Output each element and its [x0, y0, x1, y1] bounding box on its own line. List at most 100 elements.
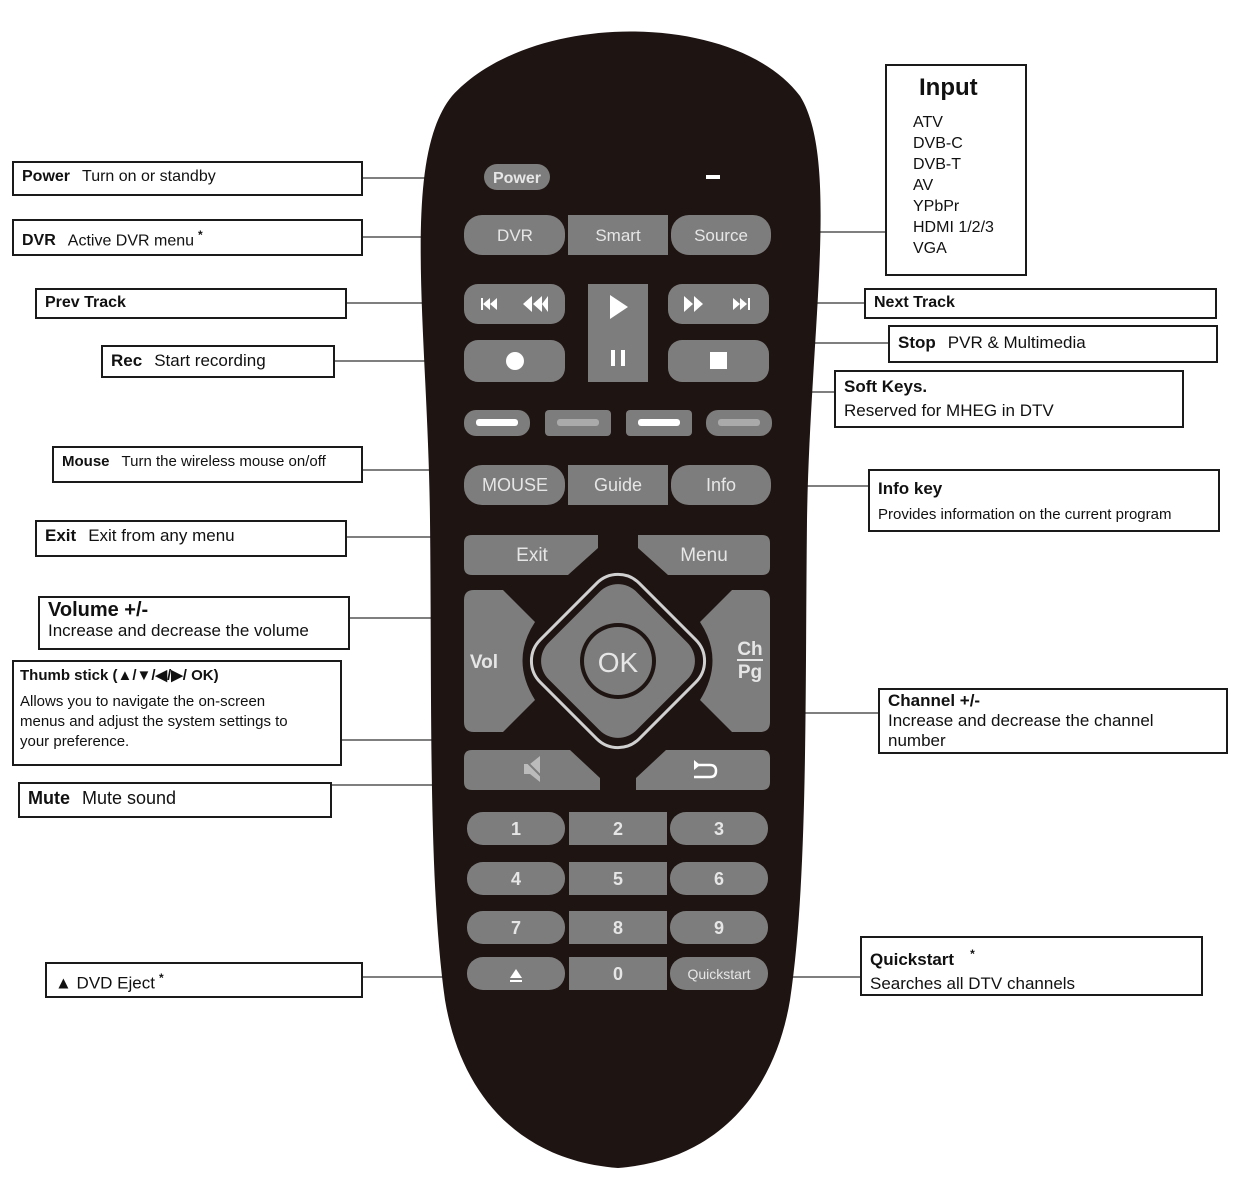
label-dvr-star: * — [198, 228, 203, 242]
next-track-button[interactable] — [668, 284, 769, 324]
input-source-item: VGA — [913, 240, 947, 257]
play-icon — [610, 295, 628, 319]
soft-key-1-bar — [476, 419, 518, 426]
power-button-label: Power — [493, 170, 541, 187]
number-button-4[interactable] — [467, 862, 565, 895]
label-soft-keys-desc: Reserved for MHEG in DTV — [844, 401, 1054, 420]
number-button-5[interactable] — [569, 862, 667, 895]
indicator-led — [706, 175, 720, 179]
label-rec: Rec Start recording — [101, 345, 335, 378]
input-source-item: AV — [913, 177, 934, 194]
quickstart-label: Quickstart — [687, 966, 750, 982]
label-mute-desc: Mute sound — [82, 788, 177, 808]
mute-icon — [522, 756, 546, 782]
zero-button[interactable] — [569, 957, 667, 990]
label-mute-title: Mute — [28, 788, 70, 808]
smart-button[interactable] — [568, 215, 668, 255]
number-label-2: 2 — [613, 819, 623, 839]
number-button-8[interactable] — [569, 911, 667, 944]
exit-button[interactable] — [464, 535, 598, 575]
number-label-1: 1 — [511, 819, 521, 839]
label-input-title: Input — [919, 74, 978, 101]
label-exit-title: Exit — [45, 526, 77, 545]
label-stop-title: Stop — [898, 333, 936, 352]
input-source-item: DVB-C — [913, 135, 963, 152]
label-soft-keys-title: Soft Keys. — [844, 377, 928, 396]
label-quickstart-title: Quickstart — [870, 949, 955, 969]
dvr-button[interactable] — [464, 215, 565, 255]
label-dvr-desc: Active DVR menu — [67, 232, 195, 250]
ch-divider — [737, 659, 763, 661]
zero-label: 0 — [613, 964, 623, 984]
label-rec-title: Rec — [111, 351, 143, 370]
label-mouse-title: Mouse — [62, 453, 110, 470]
label-exit-desc: Exit from any menu — [88, 526, 235, 545]
info-label: Info — [706, 475, 736, 495]
input-source-item: HDMI 1/2/3 — [913, 219, 994, 236]
eject-icon — [510, 969, 522, 978]
label-power-desc: Turn on or standby — [82, 168, 216, 185]
number-button-9[interactable] — [670, 911, 768, 944]
label-channel: Channel +/- Increase and decrease the ch… — [878, 688, 1228, 754]
input-source-item: YPbPr — [913, 198, 960, 215]
next-track-icon — [684, 296, 750, 312]
label-info-title: Info key — [878, 479, 943, 498]
label-next-track-title: Next Track — [874, 294, 955, 311]
label-soft-keys: Soft Keys. Reserved for MHEG in DTV — [834, 370, 1184, 428]
label-rec-desc: Start recording — [154, 351, 266, 370]
label-channel-desc-1: Increase and decrease the channel — [888, 711, 1154, 730]
back-button[interactable] — [636, 750, 770, 790]
guide-button[interactable] — [568, 465, 668, 505]
number-button-7[interactable] — [467, 911, 565, 944]
number-label-6: 6 — [714, 869, 724, 889]
play-pause-button[interactable] — [588, 284, 648, 382]
soft-key-4-bar — [718, 419, 760, 426]
source-button[interactable] — [671, 215, 771, 255]
label-stop-desc: PVR & Multimedia — [947, 333, 1086, 352]
number-label-3: 3 — [714, 819, 724, 839]
smart-label: Smart — [595, 226, 641, 245]
quickstart-button[interactable] — [670, 957, 768, 990]
number-label-7: 7 — [511, 918, 521, 938]
label-thumb-title: Thumb stick (▲/▼/◀/▶/ OK) — [20, 667, 219, 684]
number-button-3[interactable] — [670, 812, 768, 845]
ch-label: Ch — [737, 639, 762, 660]
number-button-2[interactable] — [569, 812, 667, 845]
number-label-9: 9 — [714, 918, 724, 938]
input-source-item: DVB-T — [913, 156, 961, 173]
stop-icon — [710, 352, 727, 369]
label-thumb-stick: Thumb stick (▲/▼/◀/▶/ OK) Allows you to … — [12, 660, 342, 766]
ok-label: OK — [598, 647, 639, 678]
record-icon — [506, 352, 524, 370]
menu-label: Menu — [680, 545, 728, 566]
back-icon — [694, 760, 718, 779]
number-pad: 1 2 3 4 5 6 7 8 9 — [467, 812, 768, 944]
channel-rocker[interactable] — [700, 590, 770, 732]
label-exit: Exit Exit from any menu — [35, 520, 347, 557]
mouse-button[interactable] — [464, 465, 565, 505]
label-quickstart-desc: Searches all DTV channels — [870, 973, 1076, 993]
number-label-8: 8 — [613, 918, 623, 938]
power-button[interactable] — [484, 164, 550, 190]
guide-label: Guide — [594, 475, 642, 495]
label-thumb-desc-2: menus and adjust the system settings to — [20, 713, 288, 730]
prev-track-button[interactable] — [464, 284, 565, 324]
number-label-5: 5 — [613, 869, 623, 889]
label-info-desc: Provides information on the current prog… — [878, 506, 1172, 523]
label-quickstart: Quickstart* Searches all DTV channels — [860, 936, 1203, 996]
label-dvr-title: DVR — [22, 232, 56, 250]
menu-button[interactable] — [638, 535, 770, 575]
number-button-1[interactable] — [467, 812, 565, 845]
label-power-title: Power — [22, 168, 71, 185]
label-prev-track-title: Prev Track — [45, 294, 126, 311]
label-channel-title: Channel +/- — [888, 691, 981, 710]
ok-button-face — [584, 627, 652, 695]
label-dvd-eject: ▲ DVD Eject* — [45, 962, 363, 998]
label-info-key: Info key Provides information on the cur… — [868, 469, 1220, 532]
number-label-4: 4 — [511, 869, 521, 889]
info-button[interactable] — [671, 465, 771, 505]
number-button-6[interactable] — [670, 862, 768, 895]
volume-rocker[interactable] — [464, 590, 535, 732]
label-dvr: DVR Active DVR menu* — [12, 219, 363, 256]
